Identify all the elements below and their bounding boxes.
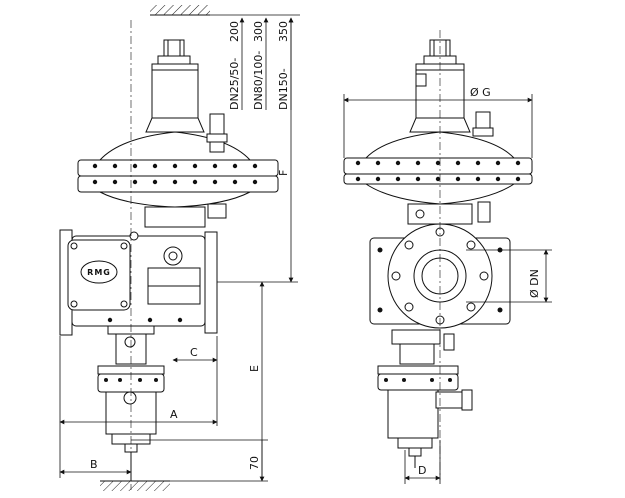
side-dimensions xyxy=(59,14,300,482)
brand-logo-text: RMG xyxy=(87,268,111,277)
dim-dn-mid-label: DN80/100- xyxy=(252,51,265,110)
dim-height-mid: 300 xyxy=(252,21,265,42)
dim-a-label: A xyxy=(170,408,178,421)
dim-height-large: 350 xyxy=(277,21,290,42)
front-view xyxy=(343,30,533,480)
dim-c-label: C xyxy=(190,346,198,359)
front-dimension-labels: Ø G Ø DN D xyxy=(418,86,541,477)
side-view: RMG xyxy=(59,5,279,491)
flange-bolts-front xyxy=(355,160,521,182)
front-dimensions xyxy=(343,94,552,484)
dim-f-label: F xyxy=(277,170,290,176)
floor-hatch xyxy=(100,480,170,491)
dim-dn-label: Ø DN xyxy=(528,269,541,298)
flange-bolts-top xyxy=(92,163,258,185)
dim-70-label: 70 xyxy=(248,456,261,470)
dim-dn-large-label: DN150- xyxy=(277,68,290,110)
side-dimension-labels: DN25/50- DN80/100- DN150- 200 300 350 F … xyxy=(90,21,290,471)
ceiling-hatch xyxy=(150,5,210,16)
dim-height-small: 200 xyxy=(228,21,241,42)
dim-b-label: B xyxy=(90,458,98,471)
dim-e-label: E xyxy=(248,365,261,372)
dim-g-label: Ø G xyxy=(470,86,491,99)
dim-dn-small-label: DN25/50- xyxy=(228,58,241,110)
dim-d-label: D xyxy=(418,464,426,477)
